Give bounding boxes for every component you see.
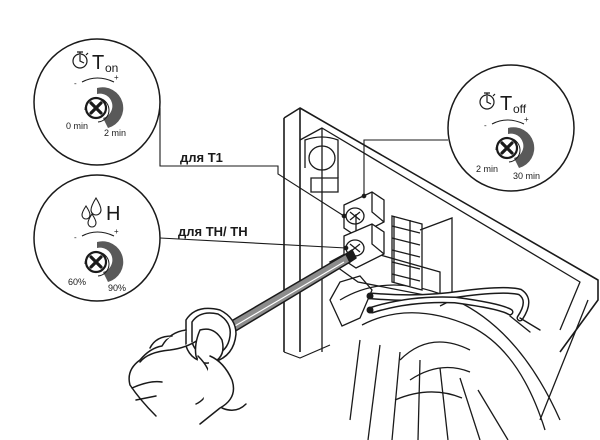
toff-symbol: T (500, 93, 512, 115)
toff-setting-bubble: T off - + 2 min 30 min (447, 64, 575, 192)
ton-min-label: 0 min (66, 121, 88, 131)
power-cable (366, 286, 541, 333)
toff-plus: + (524, 115, 529, 124)
ton-subscript: on (105, 61, 118, 75)
fan-impeller (329, 275, 561, 440)
h-min-label: 60% (68, 277, 86, 287)
ton-dial-knob (84, 87, 124, 128)
terminal-connector (328, 215, 453, 307)
water-drops-icon (81, 196, 102, 228)
ton-setting-bubble: T on - + 0 min 2 min (33, 38, 161, 166)
h-setting-bubble: H - + 60% 90% (33, 174, 161, 302)
leader-lines (159, 108, 448, 251)
ton-minus: - (74, 79, 77, 88)
toff-minus: - (484, 121, 487, 130)
t1-callout-label: для T1 (180, 150, 223, 165)
toff-subscript: off (513, 102, 527, 116)
ton-max-label: 2 min (104, 128, 126, 138)
ton-plus: + (114, 73, 119, 82)
h-plus: + (114, 227, 119, 236)
housing-cutout (304, 136, 339, 193)
fan-housing (283, 107, 599, 421)
stopwatch-icon (72, 51, 89, 69)
h-symbol: H (106, 203, 120, 225)
stopwatch-icon (479, 92, 496, 110)
th-callout-label: для TH/ TH (178, 224, 248, 239)
toff-max-label: 30 min (513, 171, 540, 181)
h-dial-knob (84, 241, 124, 282)
ton-symbol: T (92, 52, 104, 74)
toff-min-label: 2 min (476, 164, 498, 174)
h-minus: - (74, 233, 77, 242)
toff-dial-knob (495, 127, 535, 168)
h-max-label: 90% (108, 283, 126, 293)
hand (128, 328, 247, 425)
